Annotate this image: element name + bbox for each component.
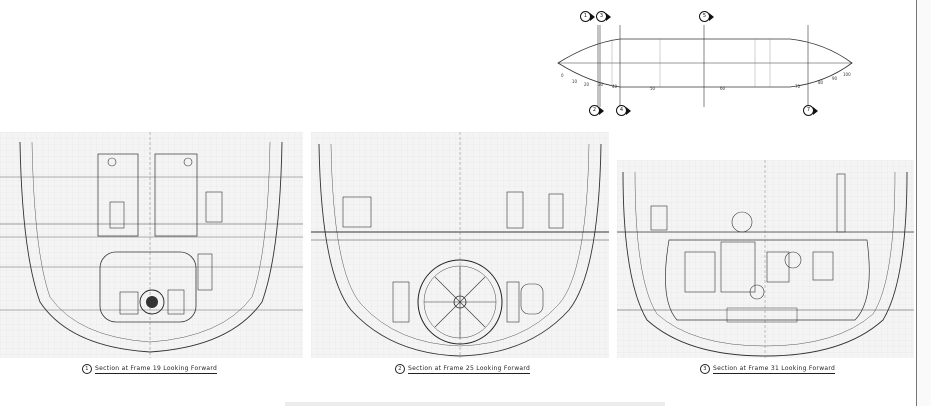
section-drawing-frame-25 xyxy=(311,132,609,358)
frame-label: 0 xyxy=(561,73,564,78)
frame-label: 50 xyxy=(650,86,656,91)
frame-label: 10 xyxy=(572,79,578,84)
section-marker: 2 xyxy=(589,105,604,116)
section-number: 3 xyxy=(700,364,710,374)
frame-label: 100 xyxy=(843,72,851,77)
section-panel-frame-19 xyxy=(0,132,303,358)
section-title: Section at Frame 31 Looking Forward xyxy=(713,364,836,374)
section-marker: 1 xyxy=(580,11,595,22)
frame-label: 30 xyxy=(598,82,604,87)
frame-label: 90 xyxy=(832,76,838,81)
section-title: Section at Frame 25 Looking Forward xyxy=(408,364,531,374)
hull-plan-view xyxy=(557,25,853,107)
frame-label: 60 xyxy=(720,86,726,91)
section-marker: 4 xyxy=(616,105,631,116)
frame-label: 70 xyxy=(795,84,801,89)
section-panel-frame-31 xyxy=(617,160,914,358)
section-drawing-frame-31 xyxy=(617,160,914,358)
frame-label: 20 xyxy=(584,82,590,87)
section-marker: 5 xyxy=(699,11,714,22)
section-number: 1 xyxy=(82,364,92,374)
section-drawing-frame-19 xyxy=(0,132,303,358)
section-marker: 3 xyxy=(596,11,611,22)
section-caption: 2 Section at Frame 25 Looking Forward xyxy=(395,364,531,374)
frame-label: 80 xyxy=(818,80,824,85)
section-caption: 1 Section at Frame 19 Looking Forward xyxy=(82,364,218,374)
section-marker: 7 xyxy=(803,105,818,116)
title-block-strip xyxy=(916,0,931,406)
frame-label: 40 xyxy=(612,84,618,89)
section-panel-frame-25 xyxy=(311,132,609,358)
section-title: Section at Frame 19 Looking Forward xyxy=(95,364,218,374)
section-number: 2 xyxy=(395,364,405,374)
section-caption: 3 Section at Frame 31 Looking Forward xyxy=(700,364,836,374)
bottom-strip xyxy=(285,402,665,406)
